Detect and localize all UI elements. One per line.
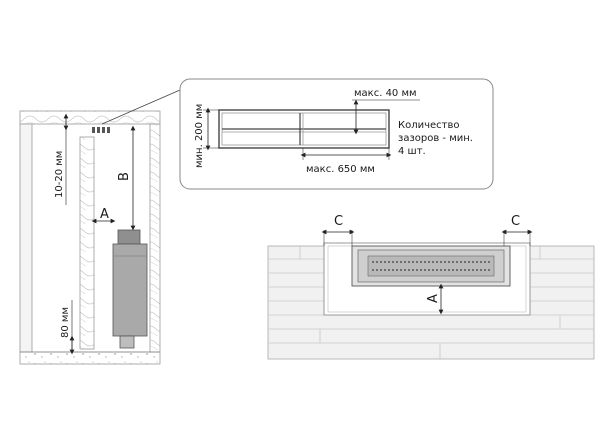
dim-bottom-label: 80 мм xyxy=(60,307,71,338)
dim-b-label: B xyxy=(117,172,132,181)
callout-note-line2: зазоров - мин. xyxy=(398,133,473,144)
callout-note-line3: 4 шт. xyxy=(398,146,426,157)
grille-frame xyxy=(218,109,390,149)
dim-callout-width: макс. 650 мм xyxy=(300,148,392,175)
grille-callout: мин. 200 мм макс. 40 мм макс. 650 мм Кол… xyxy=(179,78,494,190)
dim-callout-gap-label: макс. 40 мм xyxy=(354,88,417,99)
ceiling-panel xyxy=(19,110,161,125)
callout-box xyxy=(179,78,494,190)
dim-bottom: 80 мм xyxy=(60,300,75,355)
dim-top-gap: 10-20 мм xyxy=(54,113,69,205)
callout-note-line1: Количество xyxy=(398,120,460,131)
wall-section-view: 10-20 мм B A 80 мм xyxy=(19,89,181,365)
dim-callout-height: мин. 200 мм xyxy=(194,104,219,168)
grille-slots xyxy=(92,127,110,133)
dim-callout-height-label: мин. 200 мм xyxy=(194,104,205,168)
dim-b: B xyxy=(117,125,136,231)
dim-c-left-label: C xyxy=(334,214,343,229)
dim-c-right: C xyxy=(501,214,533,246)
dim-a-plan: A xyxy=(426,283,444,315)
dim-a-section: A xyxy=(91,207,116,224)
callout-leader xyxy=(101,89,181,125)
outer-wall-right xyxy=(149,123,161,353)
dim-top-gap-label: 10-20 мм xyxy=(54,151,65,198)
inner-cladding xyxy=(79,136,95,350)
dim-callout-width-label: макс. 650 мм xyxy=(306,164,375,175)
dim-c-left: C xyxy=(321,214,355,246)
floor-plan-view: C C A xyxy=(267,214,595,360)
dim-a-section-label: A xyxy=(100,207,109,222)
floor-slab xyxy=(19,351,161,365)
dim-callout-gap: макс. 40 мм xyxy=(352,88,420,135)
outer-wall-left xyxy=(19,123,33,353)
floor-heater xyxy=(351,245,511,287)
dim-c-right-label: C xyxy=(511,214,520,229)
dim-a-plan-label: A xyxy=(426,294,441,303)
heater-unit xyxy=(112,229,148,349)
